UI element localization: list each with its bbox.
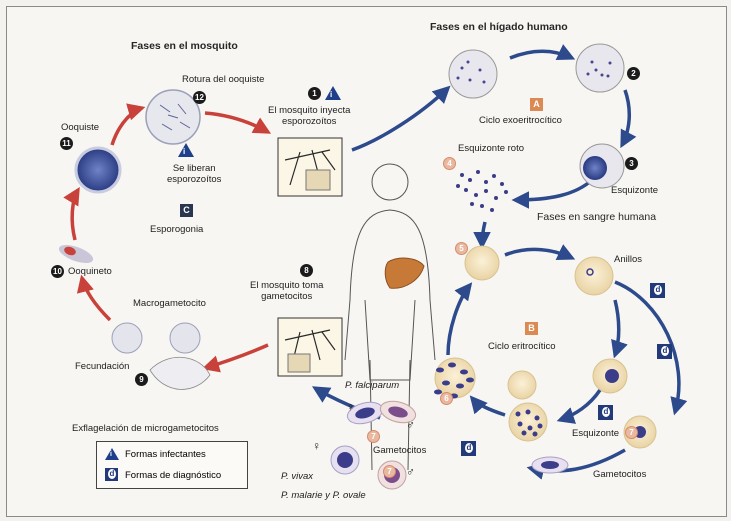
mosquito-cells [57, 90, 210, 389]
label-exflagelacion: Exflagelación de microgametocitos [72, 423, 219, 434]
infective-form-icon: i [178, 143, 194, 157]
arrow-ooquiste-to-rotura [112, 108, 142, 145]
step-number-1: 1 [308, 87, 321, 100]
step-number-7: 7 [625, 426, 638, 439]
arrow-liver-3-broken [515, 180, 592, 200]
label-gametocitos-mid: Gametocitos [373, 445, 426, 456]
legend-infective-label: Formas infectantes [125, 449, 206, 460]
label-anillos: Anillos [614, 254, 642, 265]
label-esquizonte-roto: Esquizonte roto [458, 143, 524, 154]
female-symbol: ♀ [346, 402, 355, 413]
arrow-schizont-to-esq [560, 390, 600, 420]
label-mosquito-inyecta: El mosquito inyecta esporozoítos [268, 105, 350, 127]
male-symbol: ♂ [406, 467, 415, 478]
liver-shape [385, 258, 424, 288]
infective-form-icon: i [105, 448, 119, 460]
step-number-10: 10 [51, 265, 64, 278]
arrow-ring1-to-ring2 [505, 249, 572, 258]
step-number-3: 3 [625, 157, 638, 170]
label-esquizonte-blood: Esquizonte [572, 428, 619, 439]
label-p-malarie-ovale: P. malarie y P. ovale [281, 490, 366, 501]
step-number-5: 5 [455, 242, 468, 255]
diagnostic-form-icon: d [650, 283, 665, 298]
label-ciclo-eritrocitico: Ciclo eritrocítico [488, 341, 556, 352]
box-b: B [525, 322, 538, 335]
arrow-mosquito-to-liver [352, 88, 448, 150]
heading-mosquito-phases: Fases en el mosquito [131, 41, 238, 52]
legend-diagnostic-label: Formas de diagnóstico [125, 470, 221, 481]
step-number-7: 7 [383, 465, 396, 478]
arrow-esq-to-rupture [472, 398, 505, 415]
label-macrogametocito: Macrogametocito [133, 298, 206, 309]
male-symbol: ♂ [406, 420, 415, 431]
step-number-12: 12 [193, 91, 206, 104]
arrow-fecundacion-to-ooquineto [82, 278, 110, 320]
step-number-2: 2 [627, 67, 640, 80]
label-mosquito-toma: El mosquito toma gametocitos [250, 280, 323, 302]
diagnostic-form-icon: d [105, 468, 118, 481]
label-esquizonte-liver: Esquizonte [611, 185, 658, 196]
arrow-rupture-to-ring1 [448, 285, 470, 355]
arrow-liver-2-3 [622, 90, 629, 145]
box-a: A [530, 98, 543, 111]
arrow-broken-to-ring1 [482, 222, 485, 246]
label-p-vivax: P. vivax [281, 471, 313, 482]
label-p-falciparum: P. falciparum [345, 380, 399, 391]
arrow-ooquineto-to-ooquiste [72, 190, 78, 240]
legend: i Formas infectantes d Formas de diagnós… [96, 441, 248, 489]
step-number-6: 6 [440, 392, 453, 405]
label-ooquiste: Ooquiste [61, 122, 99, 133]
label-ciclo-exoeritrocitico: Ciclo exoeritrocítico [479, 115, 562, 126]
step-number-9: 9 [135, 373, 148, 386]
step-number-7: 7 [367, 430, 380, 443]
diagnostic-form-icon: d [461, 441, 476, 456]
step-number-8: 8 [300, 264, 313, 277]
heading-blood-phases: Fases en sangre humana [537, 212, 656, 223]
label-rotura-ooquiste: Rotura del ooquiste [182, 74, 264, 85]
female-symbol: ♀ [312, 441, 321, 452]
mosquito-boxes [278, 138, 342, 376]
step-number-4: 4 [443, 157, 456, 170]
arrow-ring2-to-schizont [615, 300, 619, 355]
label-fecundacion: Fecundación [75, 361, 129, 372]
broken-schizont-merozoites [456, 170, 508, 212]
label-esporogonia: Esporogonia [150, 224, 203, 235]
infective-form-icon: i [325, 86, 341, 100]
heading-liver-phases: Fases en el hígado humano [430, 22, 568, 33]
diagnostic-form-icon: d [657, 344, 672, 359]
arrow-mosquito-to-macro [205, 345, 268, 368]
label-ooquineto: Ooquineto [68, 266, 112, 277]
diagnostic-form-icon: d [598, 405, 613, 420]
arrow-rotura-to-mosquito [205, 113, 268, 132]
label-se-liberan: Se liberan esporozoítos [167, 163, 221, 185]
label-gametocitos-right: Gametocitos [593, 469, 646, 480]
step-number-11: 11 [60, 137, 73, 150]
box-c: C [180, 204, 193, 217]
arrow-liver-1-2 [510, 51, 572, 58]
